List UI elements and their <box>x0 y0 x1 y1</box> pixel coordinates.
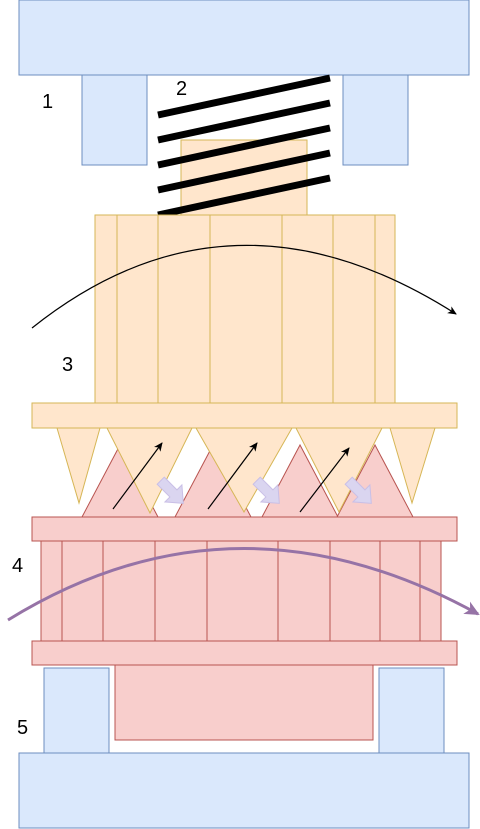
lower-bottom-plate <box>31 640 458 666</box>
label-2: 2 <box>176 78 187 100</box>
label-5: 5 <box>17 717 28 739</box>
upper-teeth <box>56 427 436 515</box>
bottom-frame-plate <box>18 752 470 829</box>
label-1: 1 <box>42 91 53 113</box>
top-left-support <box>81 74 148 166</box>
upper-rotation-arrow <box>31 244 457 329</box>
upper-plate <box>31 402 458 429</box>
bottom-right-support <box>378 667 445 754</box>
label-4: 4 <box>12 555 23 577</box>
top-frame-plate <box>18 0 470 76</box>
lower-rotation-arrow <box>7 546 480 622</box>
top-right-support <box>342 74 409 166</box>
tooth-flow-arrows <box>112 442 350 513</box>
spring <box>157 74 331 219</box>
block-flow-arrows <box>156 476 372 504</box>
lower-top-plate <box>31 516 458 542</box>
bottom-left-support <box>43 667 110 754</box>
upper-rotor <box>94 214 396 404</box>
lower-rotor <box>40 540 442 642</box>
label-3: 3 <box>62 354 73 376</box>
lower-boss <box>114 664 374 741</box>
